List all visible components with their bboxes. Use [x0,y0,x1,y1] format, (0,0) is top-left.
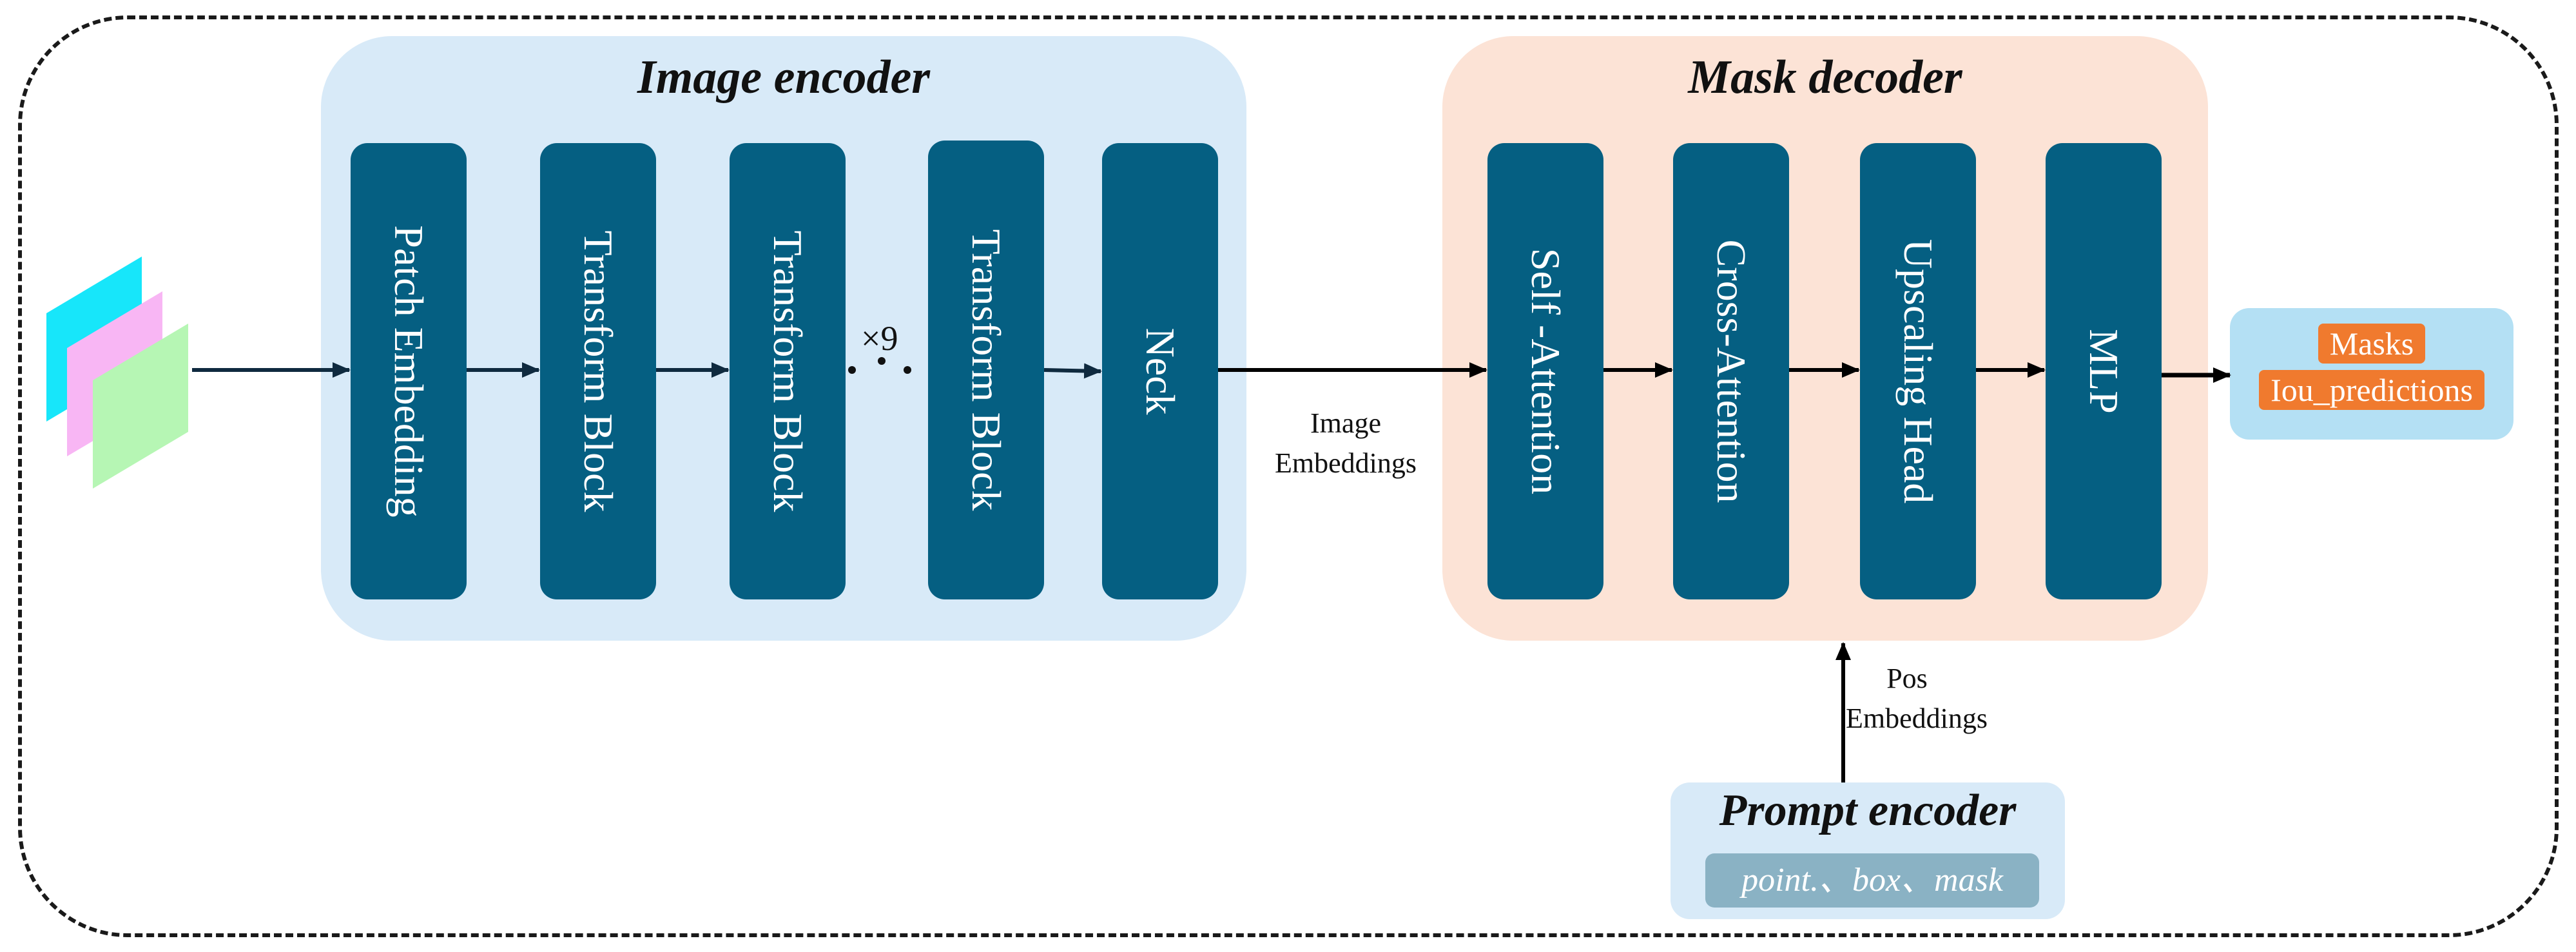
prompt-encoder-title: Prompt encoder [1719,786,2017,835]
ellipsis-dot-1 [848,366,856,374]
image-embeddings-line-1: Image [1310,407,1381,439]
masks-output-tag: Masks [2318,324,2426,364]
neck-block: Neck [1102,143,1218,599]
patch-embedding-block: Patch Embedding [351,143,467,599]
prompt-inputs-chip: point.、box、mask [1705,853,2039,908]
ellipsis-dot-3 [904,366,911,374]
output-tags: Masks Iou_predictions [2230,324,2513,410]
transform-block-2: Transform Block [730,143,846,599]
cross-attention-block: Cross-Attention [1673,143,1789,599]
outer-dashed-frame [18,15,2559,937]
pos-embeddings-line-2: Embeddings [1846,702,1988,734]
upscaling-head-block: Upscaling Head [1860,143,1976,599]
transform-block-3: Transform Block [928,141,1044,599]
arrow-transform3-to-neck [1043,363,1102,379]
mask-decoder-title: Mask decoder [1688,51,1962,104]
image-embeddings-label: Image Embeddings [1249,403,1442,483]
iou-predictions-output-tag: Iou_predictions [2259,370,2484,410]
pos-embeddings-line-1: Pos [1886,663,1928,694]
repeat-times-label: ×9 [861,319,898,358]
self-attention-block: Self -Attention [1487,143,1603,599]
image-encoder-title: Image encoder [637,51,931,104]
transform-block-1: Transform Block [540,143,656,599]
mlp-block: MLP [2046,143,2162,599]
ellipsis-dot-2 [878,357,886,365]
input-layer-green [93,324,188,489]
image-embeddings-line-2: Embeddings [1275,447,1417,479]
pos-embeddings-label: Pos Embeddings [1846,659,1988,738]
